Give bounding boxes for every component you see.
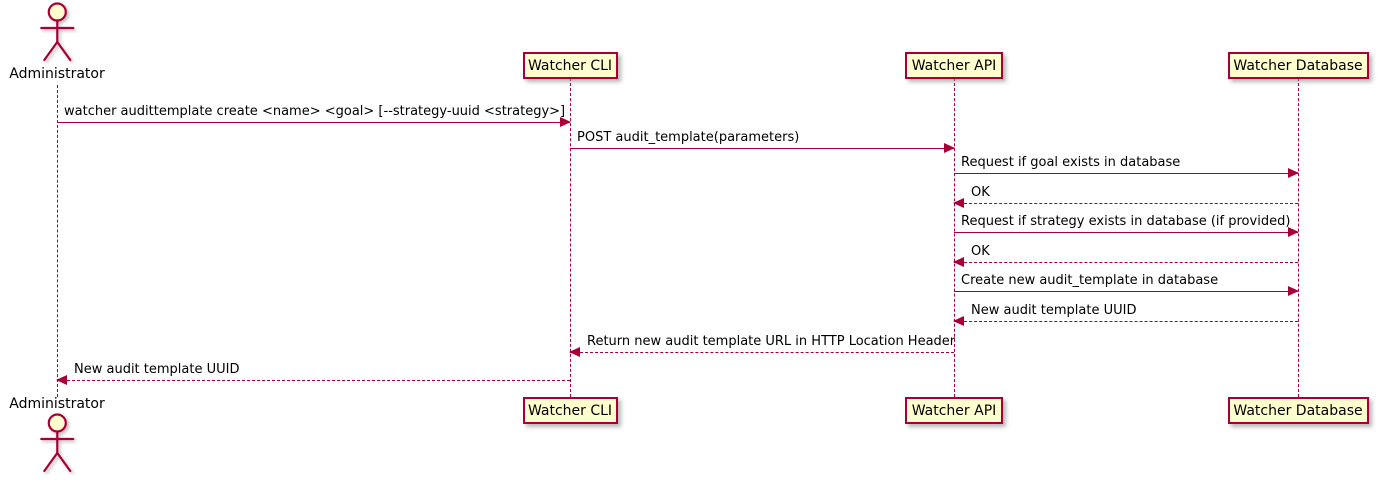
message-label: OK <box>971 244 990 259</box>
message-label: Create new audit_template in database <box>961 273 1219 288</box>
arrowhead-icon <box>953 316 964 326</box>
message-label: Request if goal exists in database <box>961 155 1181 170</box>
arrowhead-icon <box>569 347 580 357</box>
lifeline-watcher-database <box>1298 78 1299 397</box>
arrowhead-icon <box>560 117 571 127</box>
arrowhead-icon <box>953 257 964 267</box>
arrowhead-icon <box>1288 227 1299 237</box>
message-arrow-1: watcher audittemplate create <name> <goa… <box>57 101 571 127</box>
actor-label: Administrator <box>9 66 105 82</box>
arrowhead-icon <box>944 143 955 153</box>
message-arrow-4: OK <box>953 182 1298 208</box>
message-label: Return new audit template URL in HTTP Lo… <box>587 334 956 349</box>
message-arrow-5: Request if strategy exists in database (… <box>954 211 1299 237</box>
message-arrow-7: Create new audit_template in database <box>954 270 1299 296</box>
person-icon <box>39 2 75 62</box>
actor-label: Administrator <box>9 396 105 412</box>
lifeline-watcher-api <box>954 78 955 397</box>
lifeline-administrator <box>57 85 58 397</box>
participant-watcher-cli-top: Watcher CLI <box>522 52 618 79</box>
arrowhead-icon <box>56 375 67 385</box>
lifeline-watcher-cli <box>570 78 571 397</box>
participant-watcher-api-top: Watcher API <box>905 52 1003 79</box>
message-arrow-10: New audit template UUID <box>56 359 570 385</box>
actor-administrator-bottom: Administrator <box>9 396 105 475</box>
actor-administrator-top: Administrator <box>9 2 105 82</box>
message-label: New audit template UUID <box>971 303 1137 318</box>
message-label: POST audit_template(parameters) <box>577 130 800 145</box>
arrowhead-icon <box>953 198 964 208</box>
participant-watcher-database-bottom: Watcher Database <box>1227 397 1369 424</box>
message-label: watcher audittemplate create <name> <goa… <box>64 104 566 119</box>
arrowhead-icon <box>1288 286 1299 296</box>
message-label: New audit template UUID <box>74 362 240 377</box>
message-label: OK <box>971 185 990 200</box>
participant-watcher-cli-bottom: Watcher CLI <box>522 397 618 424</box>
arrowhead-icon <box>1288 168 1299 178</box>
message-arrow-9: Return new audit template URL in HTTP Lo… <box>569 331 956 357</box>
participant-watcher-api-bottom: Watcher API <box>905 397 1003 424</box>
message-arrow-6: OK <box>953 241 1298 267</box>
message-arrow-2: POST audit_template(parameters) <box>570 127 955 153</box>
message-arrow-3: Request if goal exists in database <box>954 152 1299 178</box>
person-icon <box>39 413 75 473</box>
message-label: Request if strategy exists in database (… <box>961 214 1291 229</box>
message-arrow-8: New audit template UUID <box>953 300 1298 326</box>
participant-watcher-database-top: Watcher Database <box>1227 52 1369 79</box>
